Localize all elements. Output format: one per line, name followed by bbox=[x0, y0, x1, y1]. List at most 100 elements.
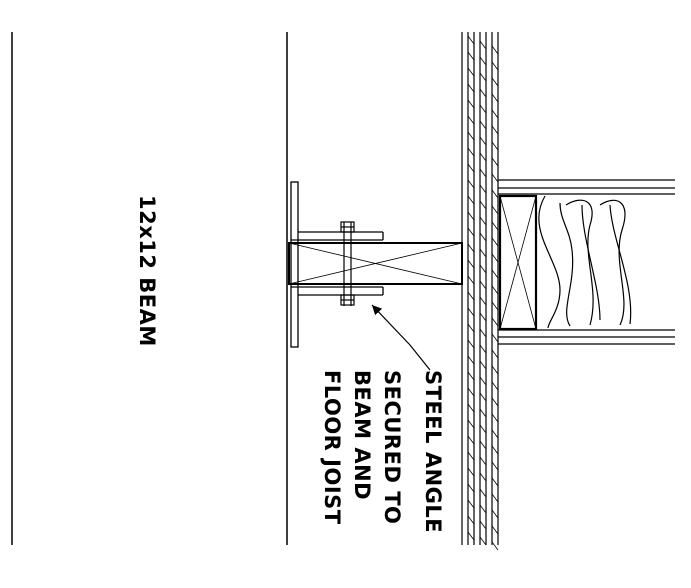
wall-hatch-mark bbox=[467, 291, 475, 301]
wall-section bbox=[461, 32, 499, 545]
floor-joist bbox=[498, 179, 675, 345]
wall-hatch-mark bbox=[491, 237, 499, 247]
wall-hatch-mark bbox=[491, 141, 499, 151]
wall-hatch-mark bbox=[479, 328, 487, 338]
wall-hatch-mark bbox=[479, 376, 487, 386]
wall-hatch-mark bbox=[479, 472, 487, 482]
wall-hatch-mark bbox=[491, 349, 499, 359]
wall-hatch-mark bbox=[491, 205, 499, 215]
steel-angle bbox=[290, 181, 384, 348]
wall-hatch-mark bbox=[491, 157, 499, 167]
through-bolt bbox=[340, 221, 355, 306]
insulation bbox=[538, 195, 632, 329]
wall-hatch-mark bbox=[467, 435, 475, 445]
wall-hatch-mark bbox=[491, 365, 499, 375]
wall-hatch-mark bbox=[467, 35, 475, 45]
wall-hatch-mark bbox=[491, 45, 499, 55]
wall-hatch-mark bbox=[491, 317, 499, 327]
wall-hatch-mark bbox=[479, 424, 487, 434]
wall-hatch-mark bbox=[467, 451, 475, 461]
wall-hatch-mark bbox=[491, 445, 499, 455]
wall-hatch-mark bbox=[491, 493, 499, 503]
wall-hatch-mark bbox=[479, 296, 487, 306]
wall-hatch-mark bbox=[491, 269, 499, 279]
wall-hatch-mark bbox=[479, 440, 487, 450]
wall-hatch-mark bbox=[479, 152, 487, 162]
wall-hatch-mark bbox=[467, 179, 475, 189]
wall-hatch-mark bbox=[491, 109, 499, 119]
wall-hatch-mark bbox=[467, 115, 475, 125]
wall-hatch-mark bbox=[479, 120, 487, 130]
wall-hatch-mark bbox=[467, 211, 475, 221]
wall-hatch-mark bbox=[467, 531, 475, 541]
wall-hatch-mark bbox=[479, 184, 487, 194]
wall-hatch-mark bbox=[479, 56, 487, 66]
wall-hatch-mark bbox=[467, 307, 475, 317]
wall-hatch-mark bbox=[479, 168, 487, 178]
wall-hatch bbox=[467, 35, 499, 551]
wall-hatch-mark bbox=[467, 499, 475, 509]
wall-hatch-mark bbox=[479, 504, 487, 514]
wall-hatch-mark bbox=[491, 253, 499, 263]
wall-hatch-mark bbox=[479, 88, 487, 98]
wall-hatch-mark bbox=[491, 301, 499, 311]
wall-hatch-mark bbox=[467, 403, 475, 413]
beam-label: 12x12 BEAM bbox=[135, 195, 159, 347]
wall-hatch-mark bbox=[479, 248, 487, 258]
wall-hatch-mark bbox=[491, 525, 499, 535]
wall-hatch-mark bbox=[479, 200, 487, 210]
wall-hatch-mark bbox=[467, 259, 475, 269]
wall-hatch-mark bbox=[467, 275, 475, 285]
wall-hatch-mark bbox=[491, 77, 499, 87]
wall-hatch-mark bbox=[467, 147, 475, 157]
wall-hatch-mark bbox=[467, 195, 475, 205]
callout-leader bbox=[371, 304, 431, 371]
wall-hatch-mark bbox=[467, 243, 475, 253]
wall-hatch-mark bbox=[479, 360, 487, 370]
wall-hatch-mark bbox=[467, 163, 475, 173]
wall-hatch-mark bbox=[479, 264, 487, 274]
wall-hatch-mark bbox=[467, 371, 475, 381]
wall-hatch-mark bbox=[491, 429, 499, 439]
wall-hatch-mark bbox=[467, 99, 475, 109]
wall-hatch-mark bbox=[467, 419, 475, 429]
wall-hatch-mark bbox=[491, 125, 499, 135]
wall-hatch-mark bbox=[467, 131, 475, 141]
wall-hatch-mark bbox=[467, 355, 475, 365]
callout-line-4: FLOOR JOIST bbox=[320, 370, 344, 525]
wall-hatch-mark bbox=[479, 40, 487, 50]
wall-hatch-mark bbox=[479, 536, 487, 546]
wall-hatch-mark bbox=[467, 483, 475, 493]
wall-hatch-mark bbox=[491, 93, 499, 103]
callout-line-3: BEAM AND bbox=[350, 370, 374, 500]
wall-hatch-mark bbox=[479, 280, 487, 290]
callout-text: STEEL ANGLE SECURED TO BEAM AND FLOOR JO… bbox=[320, 370, 445, 533]
wall-hatch-mark bbox=[467, 467, 475, 477]
blocking-block bbox=[288, 242, 463, 285]
wall-hatch-mark bbox=[491, 61, 499, 71]
wall-hatch-mark bbox=[491, 477, 499, 487]
beam-outline bbox=[11, 32, 288, 545]
wall-hatch-mark bbox=[467, 387, 475, 397]
wall-hatch-mark bbox=[467, 51, 475, 61]
wall-hatch-mark bbox=[491, 509, 499, 519]
wall-hatch-mark bbox=[479, 136, 487, 146]
wall-hatch-mark bbox=[491, 461, 499, 471]
wall-hatch-mark bbox=[467, 339, 475, 349]
wall-hatch-mark bbox=[467, 227, 475, 237]
steel-angle-flange bbox=[290, 181, 299, 348]
wall-hatch-mark bbox=[479, 408, 487, 418]
wall-hatch-mark bbox=[467, 83, 475, 93]
wall-hatch-mark bbox=[491, 173, 499, 183]
wall-hatch-mark bbox=[491, 541, 499, 551]
wall-hatch-mark bbox=[479, 216, 487, 226]
callout-line-1: STEEL ANGLE bbox=[421, 370, 445, 533]
wall-hatch-mark bbox=[491, 397, 499, 407]
wall-hatch-mark bbox=[467, 515, 475, 525]
wall-hatch-mark bbox=[479, 344, 487, 354]
wall-hatch-mark bbox=[479, 488, 487, 498]
wall-hatch-mark bbox=[491, 189, 499, 199]
callout-line-2: SECURED TO bbox=[380, 370, 404, 524]
wall-hatch-mark bbox=[491, 285, 499, 295]
